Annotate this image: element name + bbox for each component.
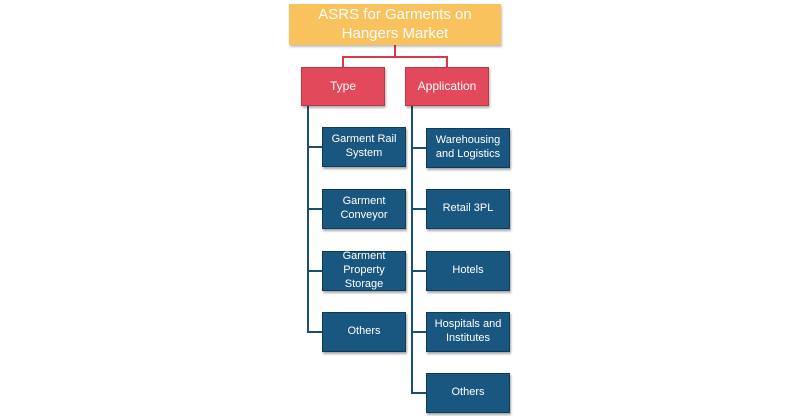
type-item-garment-conveyor: Garment Conveyor	[322, 189, 406, 229]
application-item-warehousing-logistics: Warehousing and Logistics	[426, 128, 510, 168]
type-branch-spine	[307, 106, 309, 333]
type-branch-tick	[307, 331, 323, 333]
root-connector-vertical	[394, 45, 396, 57]
type-branch-tick	[307, 270, 323, 272]
application-branch-tick	[411, 331, 427, 333]
type-item-others: Others	[322, 312, 406, 352]
application-branch-tick	[411, 147, 427, 149]
root-connector-horizontal	[342, 56, 448, 58]
type-branch-tick	[307, 146, 323, 148]
type-connector-drop	[342, 56, 344, 67]
type-item-garment-rail-system: Garment Rail System	[322, 127, 406, 167]
application-item-hotels: Hotels	[426, 251, 510, 291]
application-item-retail-3pl: Retail 3PL	[426, 189, 510, 229]
application-branch-tick	[411, 392, 427, 394]
type-item-garment-property-storage: Garment Property Storage	[322, 250, 406, 291]
application-branch-spine	[411, 106, 413, 394]
application-connector-drop	[446, 56, 448, 67]
category-application: Application	[405, 67, 489, 106]
application-branch-tick	[411, 208, 427, 210]
application-item-others: Others	[426, 373, 510, 413]
application-item-hospitals-institutes: Hospitals and Institutes	[426, 312, 510, 352]
type-branch-tick	[307, 208, 323, 210]
root-node: ASRS for Garments on Hangers Market	[289, 4, 501, 45]
category-type: Type	[301, 67, 385, 106]
application-branch-tick	[411, 270, 427, 272]
